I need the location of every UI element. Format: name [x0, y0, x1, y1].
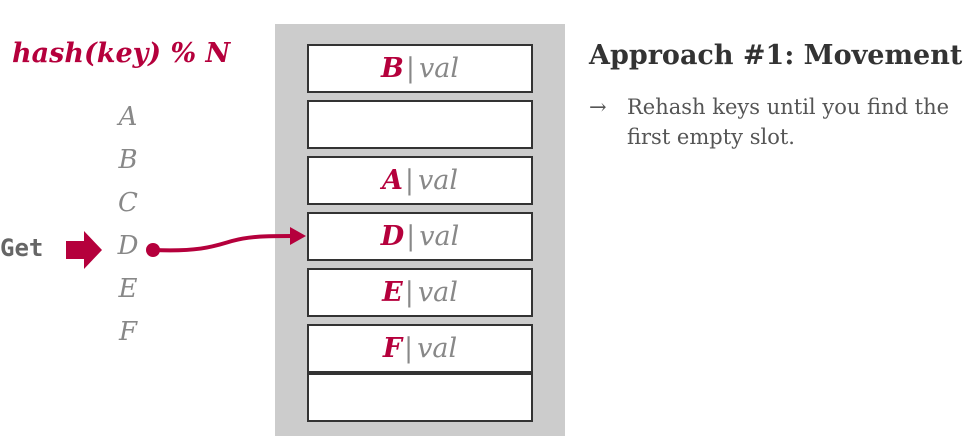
slot-key: A	[381, 165, 403, 196]
hash-slot: F|val	[307, 324, 533, 373]
slot-separator: |	[405, 53, 415, 84]
hash-formula: hash(key) % N	[12, 38, 231, 69]
slot-value: val	[417, 333, 458, 364]
slot-key: E	[382, 277, 403, 308]
bullet-text: Rehash keys until you find the first emp…	[627, 95, 950, 149]
pointer-arrowhead-icon	[290, 227, 306, 245]
key-item: E	[118, 274, 138, 304]
key-item: F	[118, 317, 138, 347]
approach-title: Approach #1: Movement	[589, 40, 963, 71]
bullet-arrow-icon: →	[589, 95, 607, 119]
approach-bullet: → Rehash keys until you find the first e…	[589, 92, 959, 152]
slot-value: val	[418, 165, 459, 196]
get-label: Get	[0, 234, 44, 262]
key-item: A	[118, 102, 138, 132]
slot-value: val	[417, 277, 458, 308]
slot-separator: |	[404, 333, 414, 364]
get-arrow-icon	[66, 231, 102, 269]
key-list: A B C D E F	[100, 96, 156, 354]
hash-slot-empty	[307, 373, 533, 422]
slot-separator: |	[406, 221, 416, 252]
key-item: C	[118, 188, 138, 218]
slot-key: B	[381, 53, 404, 84]
hash-slot: B|val	[307, 44, 533, 93]
hash-slot-empty	[307, 100, 533, 149]
slot-separator: |	[404, 277, 414, 308]
slot-separator: |	[404, 165, 415, 196]
hash-slot: A|val	[307, 156, 533, 205]
hash-slot-target: D|val	[307, 212, 533, 261]
slot-value: val	[418, 53, 459, 84]
key-item: D	[117, 231, 139, 261]
slot-key: D	[380, 221, 405, 252]
slot-value: val	[419, 221, 460, 252]
key-item: B	[118, 145, 138, 175]
hash-slot: E|val	[307, 268, 533, 317]
pointer-line	[152, 234, 293, 253]
slot-key: F	[382, 333, 403, 364]
